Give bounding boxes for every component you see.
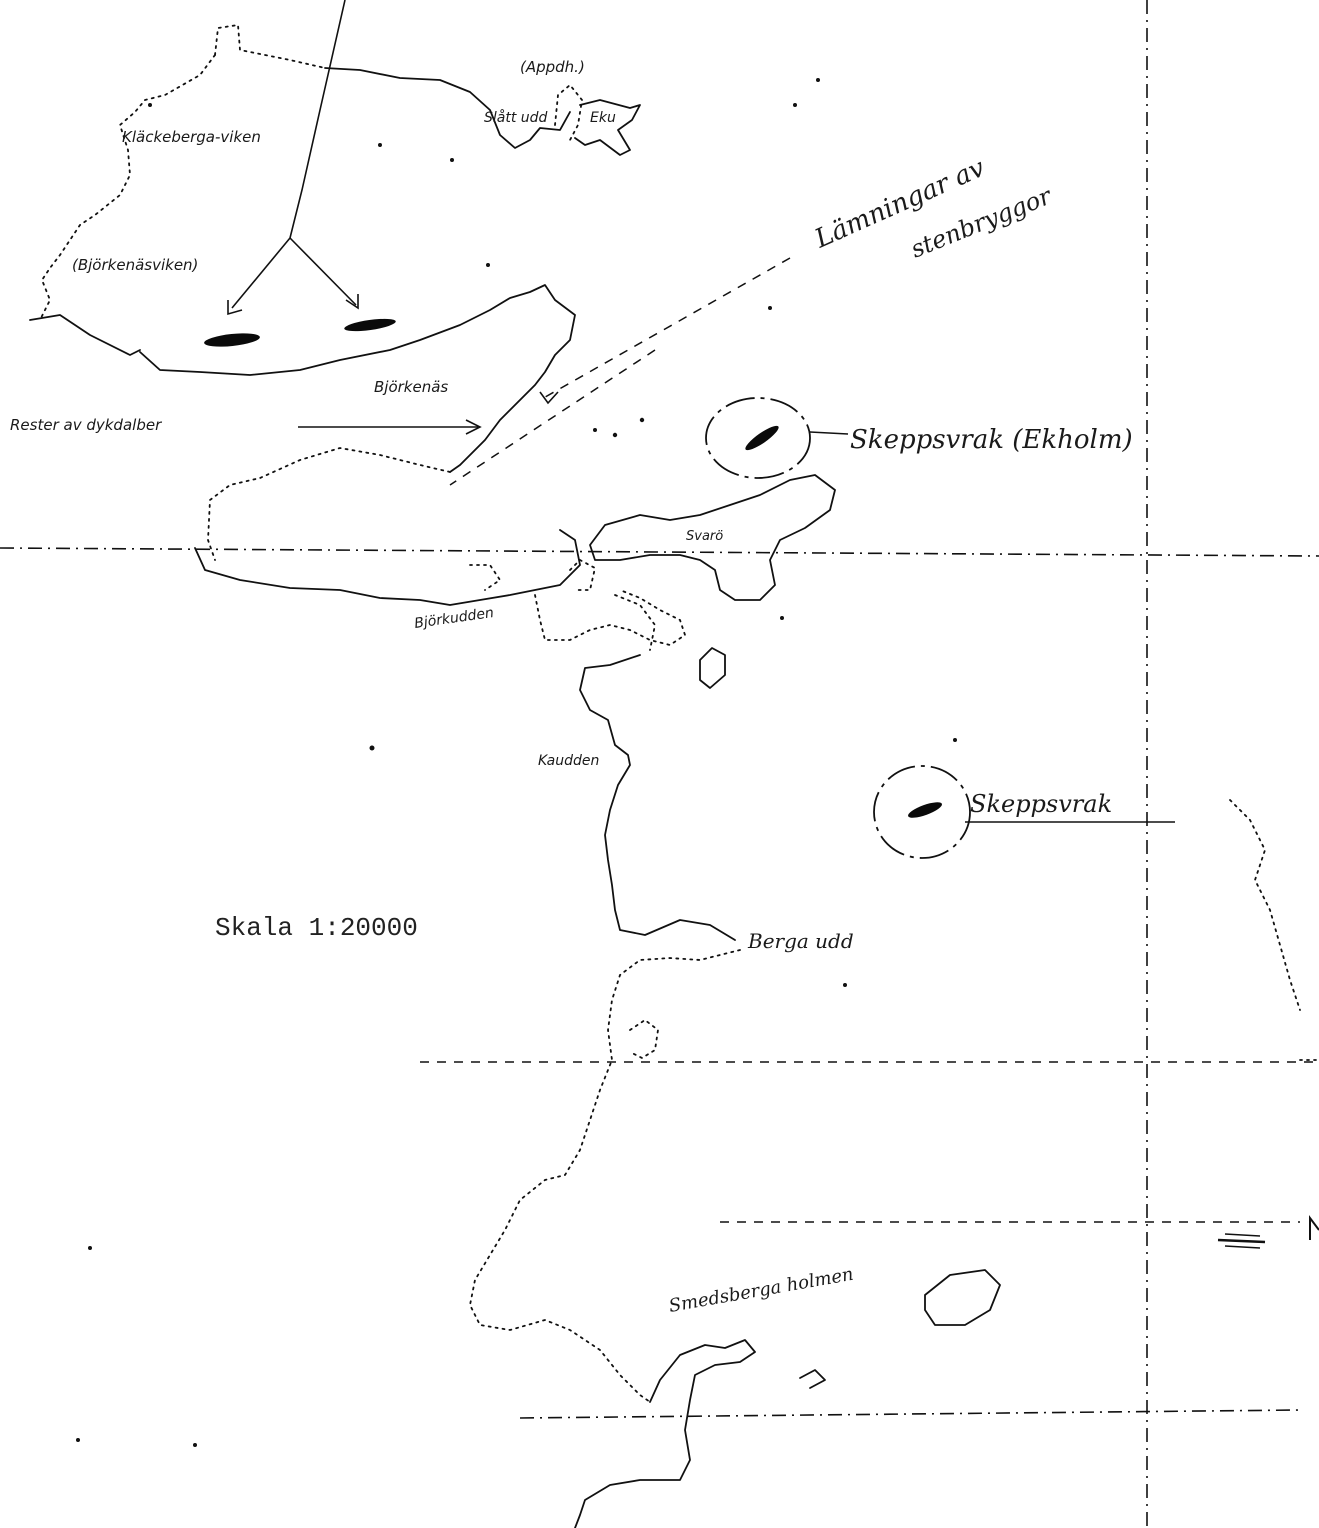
- bjorkenas-shore: [139, 284, 576, 473]
- label-klackeberga-viken: Kläckeberga-viken: [122, 128, 261, 146]
- label-appdh: (Appdh.): [520, 58, 585, 76]
- wreck-circle-lower: [873, 765, 971, 859]
- north-arrow-icon: [1217, 1215, 1319, 1249]
- label-bjorkenas: Björkenäs: [374, 378, 448, 396]
- label-rester: Rester av dykdalber: [10, 416, 162, 434]
- main-coastline: [469, 654, 1001, 1528]
- label-slatt-udd: Slått udd: [484, 109, 548, 126]
- label-svarto: Svarö: [686, 529, 723, 544]
- grid-line-horizontal: [0, 547, 1319, 557]
- scale-label: Skala 1:20000: [215, 913, 418, 943]
- right-shore-fragments: [1229, 799, 1319, 1061]
- annotation-berga-udd: Berga udd: [747, 929, 854, 953]
- label-eku: Eku: [590, 110, 616, 126]
- label-kaudden: Kaudden: [538, 753, 599, 769]
- annotation-wreck-upper: Skeppsvrak (Ekholm): [850, 425, 1133, 455]
- grid-line-bottom: [519, 1409, 1301, 1419]
- soundings: [76, 78, 957, 1447]
- wreck-icon: [204, 318, 943, 818]
- arrows: [227, 0, 1175, 823]
- middle-islands: [194, 447, 836, 689]
- label-bjorkenasviken: (Björkenäsviken): [72, 256, 198, 274]
- wreck-circle-upper: [705, 397, 811, 479]
- label-bjorkudden: Björkudden: [413, 605, 495, 632]
- klackeberga-viken-shore: [29, 23, 641, 356]
- annotation-wreck-lower: Skeppsvrak: [970, 790, 1112, 818]
- annotation-lower-right: Smedsberga holmen: [667, 1264, 855, 1317]
- wreck-markers: [705, 397, 971, 859]
